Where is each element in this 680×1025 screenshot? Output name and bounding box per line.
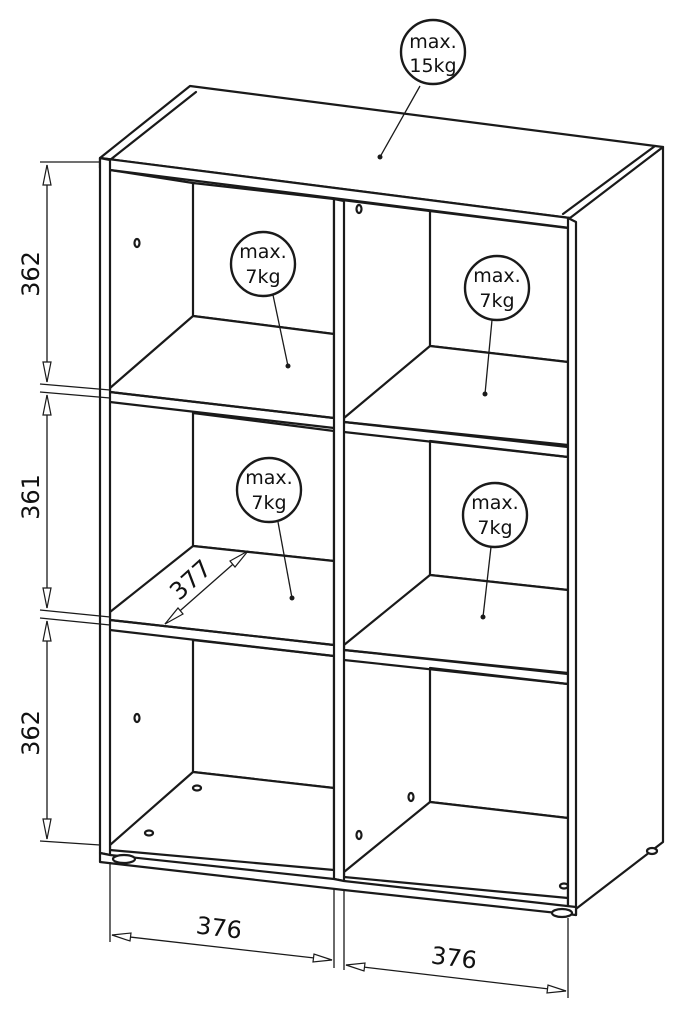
right-side-panel <box>566 145 665 917</box>
height-middle-label: 361 <box>17 474 45 520</box>
pin-hole-5 <box>355 829 363 841</box>
callout-top: max. 15kg <box>377 18 467 160</box>
top-right-edge <box>561 144 657 216</box>
shelf-mid-left-front <box>108 618 336 647</box>
callout-shelf-top-left-line1: max. <box>239 241 286 263</box>
shelf-top-right-front <box>342 420 570 449</box>
bottom-plinth <box>98 851 578 917</box>
inner-top-edge-left <box>108 168 195 185</box>
callout-shelf-top-right-line2: 7kg <box>479 290 514 312</box>
pin-hole-7 <box>143 829 155 837</box>
pin-hole-3 <box>355 203 363 215</box>
shelf-mid-right-front-bottom <box>342 658 570 686</box>
shelf-top-right <box>342 344 570 447</box>
pin-hole-8 <box>558 882 570 890</box>
foot-right <box>550 907 574 919</box>
back-panel-right-bottom <box>428 666 570 820</box>
shelf-top-left <box>108 314 336 420</box>
foot-back <box>645 846 659 856</box>
width-left-label: 376 <box>195 911 244 944</box>
shelf-top-left-front <box>108 390 336 420</box>
callout-shelf-mid-left: max. 7kg <box>235 456 303 601</box>
callout-shelf-top-right-line1: max. <box>473 265 520 287</box>
center-divider <box>332 197 346 883</box>
foot-left <box>111 853 137 865</box>
height-top-label: 362 <box>17 251 45 297</box>
callout-shelf-mid-right-line2: 7kg <box>477 517 512 539</box>
callout-shelf-mid-left-line2: 7kg <box>251 492 286 514</box>
pin-hole-1 <box>133 237 141 249</box>
shelf-mid-right <box>342 573 570 675</box>
height-dimensions: 362 361 362 <box>17 161 111 846</box>
left-side-panel <box>98 156 112 857</box>
shelf-top-right-front-bottom <box>342 430 570 459</box>
shelf-mid-left-front-bottom <box>108 628 336 658</box>
floor-right <box>342 800 570 900</box>
callout-shelf-mid-right-line1: max. <box>471 492 518 514</box>
cabinet <box>98 84 665 919</box>
height-bottom-label: 362 <box>17 710 45 756</box>
pin-hole-4 <box>407 791 415 803</box>
callout-shelf-top-left-line2: 7kg <box>245 266 280 288</box>
callout-shelf-top-left: max. 7kg <box>229 230 297 369</box>
shelf-mid-left <box>108 544 336 647</box>
top-left-edge <box>108 90 198 162</box>
width-right-label: 376 <box>430 941 479 974</box>
callout-shelf-top-right: max. 7kg <box>463 254 531 397</box>
callout-top-line1: max. <box>409 31 456 53</box>
callout-shelf-mid-right: max. 7kg <box>461 481 529 620</box>
back-panel-left-bottom <box>191 638 336 790</box>
callout-shelf-mid-left-line1: max. <box>245 467 292 489</box>
width-dimensions: 376 376 <box>109 862 569 998</box>
shelf-mid-right-front <box>342 648 570 676</box>
shelf-top-left-front-bottom <box>108 400 336 430</box>
pin-hole-6 <box>191 784 203 792</box>
callout-top-line2: 15kg <box>409 55 456 77</box>
pin-hole-2 <box>133 712 141 724</box>
right-front-edge <box>566 216 578 917</box>
floor-left <box>108 770 336 872</box>
inner-top-edge-mid <box>332 197 432 213</box>
